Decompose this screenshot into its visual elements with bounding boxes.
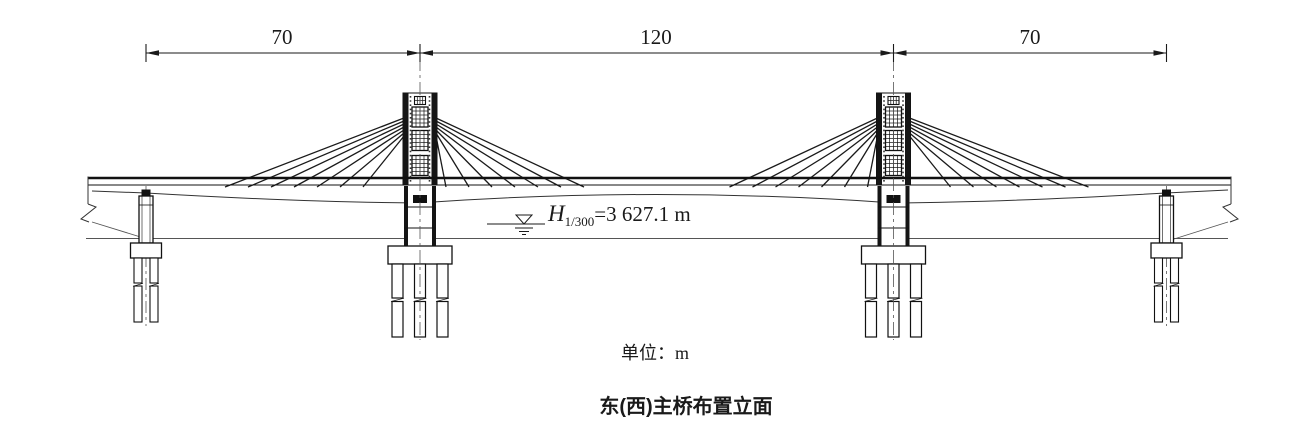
main-span-dimension: 120 bbox=[640, 25, 672, 49]
bridge-deck bbox=[87, 176, 1232, 204]
left-span-dimension: 70 bbox=[272, 25, 293, 49]
tower-centerlines bbox=[419, 58, 894, 340]
water-level-value: =3 627.1 m bbox=[594, 202, 690, 226]
stay-cable-fans bbox=[224, 117, 1090, 188]
water-level-triangle-icon bbox=[487, 214, 545, 235]
unit-label: 单位：m bbox=[621, 343, 689, 363]
right-span-dimension: 70 bbox=[1020, 25, 1041, 49]
right-tower-side-span-cables bbox=[908, 117, 1090, 188]
girder-bottom-profile bbox=[91, 189, 1229, 204]
right-break-symbol bbox=[1222, 203, 1239, 223]
water-level-variable: H bbox=[547, 201, 566, 226]
figure-caption: 东(西)主桥布置立面 bbox=[599, 394, 772, 418]
right-embankment-slope bbox=[1173, 221, 1229, 240]
right-tower-main-span-cables bbox=[728, 117, 879, 188]
left-break-symbol bbox=[80, 203, 97, 223]
right-side-pier bbox=[1151, 186, 1182, 326]
water-level-label: H1/300=3 627.1 m bbox=[547, 201, 691, 229]
left-tower-main-span-cables bbox=[435, 117, 585, 188]
dimension-arrowheads bbox=[146, 50, 1167, 56]
water-level-subscript: 1/300 bbox=[565, 214, 595, 229]
span-dimension-line: 70 120 70 bbox=[145, 25, 1168, 62]
left-embankment-slope bbox=[91, 221, 148, 240]
left-tower-side-span-cables bbox=[224, 117, 405, 188]
left-side-pier bbox=[131, 186, 162, 326]
